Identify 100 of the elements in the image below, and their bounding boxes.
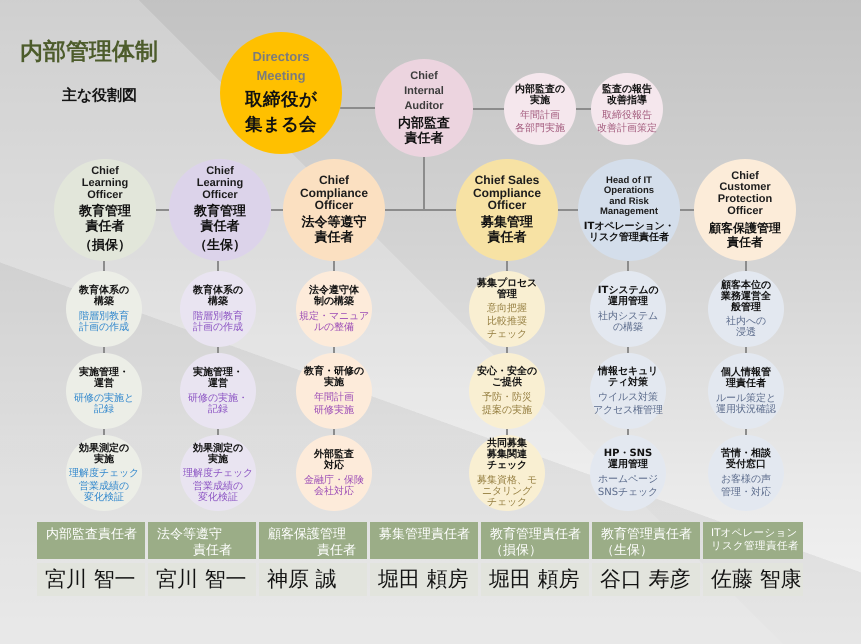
task-heading: 実施管理・運営 xyxy=(78,367,130,390)
task-heading: 監査の報告改善指導 xyxy=(601,84,653,106)
task-heading: 苦情・相談受付窓口 xyxy=(720,448,772,470)
column-header: 募集管理責任者 xyxy=(370,522,478,559)
task-detail: 改善計画策定 xyxy=(597,122,657,134)
english-role-title: Chief Customer Protection Officer xyxy=(716,170,774,218)
person-name: 堀田 頼房 xyxy=(370,563,478,596)
task-detail: 各部門実施 xyxy=(515,122,565,134)
task-detail: アクセス権管理 xyxy=(593,404,663,416)
task-detail: 理解度チェック xyxy=(69,468,139,480)
person-name: 宮川 智一 xyxy=(37,563,145,596)
person-name: 神原 誠 xyxy=(259,563,367,596)
connector-line xyxy=(745,261,747,271)
task-heading: 内部監査の実施 xyxy=(514,84,566,106)
connector-line xyxy=(745,429,747,435)
person-name: 佐藤 智康 xyxy=(703,563,803,596)
task-detail: 研修の実施・記録 xyxy=(187,392,249,415)
connector-line xyxy=(156,209,169,211)
task-heading: 外部監査対応 xyxy=(312,449,355,472)
connector-line xyxy=(271,209,283,211)
connector-line xyxy=(558,209,578,211)
diagram-subtitle: 主な役割図 xyxy=(62,86,137,104)
task-detail: 予防・防災 xyxy=(482,392,532,403)
task-detail: 募集資格、モニタリングチェック xyxy=(476,474,538,508)
column-header: 内部監査責任者 xyxy=(37,522,145,559)
connector-line xyxy=(473,108,504,110)
connector-line xyxy=(680,209,694,211)
connector-line xyxy=(103,261,105,271)
task-heading: 効果測定の実施 xyxy=(78,442,130,465)
connector-line xyxy=(627,347,629,353)
english-role-title: Head of IT Operations and Risk Management xyxy=(598,176,660,217)
role-title: ITオペレーション・リスク管理責任者 xyxy=(582,220,676,244)
task-detail: チェック xyxy=(487,329,527,340)
task-detail: ルール策定と運用状況確認 xyxy=(715,392,777,415)
task-detail: ホームページ xyxy=(598,474,658,485)
connector-line xyxy=(333,429,335,435)
english-meeting-name: Directors Meeting xyxy=(251,48,311,86)
task-detail: ウイルス対策 xyxy=(598,392,658,403)
connector-line xyxy=(103,347,105,353)
task-heading: 安心・安全のご提供 xyxy=(476,366,538,388)
role-title: 教育管理責任者 xyxy=(78,205,132,236)
column-header: 教育管理責任者（損保） xyxy=(481,522,589,559)
column-header: 教育管理責任者（生保） xyxy=(592,522,700,559)
task-detail: 提案の実施 xyxy=(482,404,532,416)
connector-line xyxy=(333,347,335,353)
connector-line xyxy=(217,429,219,435)
task-detail: 階層別教育計画の作成 xyxy=(78,310,130,333)
page-title: 内部管理体制 xyxy=(20,39,158,67)
division-label: （生保） xyxy=(194,238,246,254)
column-header: 法令等遵守責任者 xyxy=(148,522,256,559)
english-role-title: Chief Learning Officer xyxy=(80,166,130,202)
role-title: 教育管理責任者 xyxy=(192,205,247,236)
task-detail: 理解度チェック xyxy=(183,468,253,480)
connector-line xyxy=(627,429,629,435)
english-role-title: Chief Compliance Officer xyxy=(298,174,369,212)
connector-line xyxy=(217,260,219,271)
connector-line xyxy=(423,157,456,211)
task-detail: 規定・マニュアルの整備 xyxy=(298,310,370,333)
english-role-title: Chief Learning Officer xyxy=(196,166,244,202)
connector-line xyxy=(506,347,508,353)
task-detail: 研修実施 xyxy=(314,404,354,416)
task-heading: 実施管理・運営 xyxy=(192,367,244,390)
task-detail: 金融庁・保険会社対応 xyxy=(303,474,365,497)
division-label: （損保） xyxy=(79,238,131,254)
role-title: 顧客保護管理責任者 xyxy=(708,222,782,250)
task-detail: 取締役報告 xyxy=(602,110,652,121)
task-heading: HP・SNS運用管理 xyxy=(602,448,654,470)
role-title: 法令等遵守責任者 xyxy=(300,216,368,246)
task-detail: 社内システムの構築 xyxy=(597,310,659,333)
task-detail: 意向把握 xyxy=(487,302,527,314)
task-heading: 教育体系の構築 xyxy=(78,285,130,308)
english-role-title: Chief Internal Auditor xyxy=(403,69,445,114)
person-name: 堀田 頼房 xyxy=(481,563,589,596)
task-heading: 顧客本位の業務運営全般管理 xyxy=(720,280,772,314)
meeting-name: 取締役が集まる会 xyxy=(244,89,318,137)
task-detail: 年間計画 xyxy=(314,392,354,403)
task-heading: 募集プロセス管理 xyxy=(476,278,538,300)
role-title: 募集管理責任者 xyxy=(480,216,534,246)
task-detail: 管理・対応 xyxy=(721,486,771,498)
person-name: 谷口 寿彦 xyxy=(592,563,700,596)
task-heading: 共同募集募集関連チェック xyxy=(486,438,528,472)
task-detail: お客様の声 xyxy=(721,474,771,485)
task-detail: 社内への浸透 xyxy=(725,316,767,338)
task-detail: 研修の実施と記録 xyxy=(73,392,135,415)
task-detail: 営業成績の変化検証 xyxy=(192,481,244,504)
connector-line xyxy=(627,261,629,271)
connector-line xyxy=(217,347,219,353)
english-role-title: Chief Sales Compliance Officer xyxy=(472,174,542,212)
task-detail: 営業成績の変化検証 xyxy=(78,481,130,504)
connector-line xyxy=(340,107,375,109)
connector-line xyxy=(333,261,335,271)
task-heading: 効果測定の実施 xyxy=(192,442,244,465)
task-detail: 比較推奨 xyxy=(487,316,527,328)
role-title: 内部監査責任者 xyxy=(397,116,451,147)
connector-line xyxy=(745,347,747,353)
connector-line xyxy=(576,108,591,110)
connector-line xyxy=(506,429,508,435)
task-detail: 年間計画 xyxy=(520,110,560,121)
column-header: ITオペレーションリスク管理責任者 xyxy=(703,522,803,559)
task-heading: ITシステムの運用管理 xyxy=(596,285,660,308)
